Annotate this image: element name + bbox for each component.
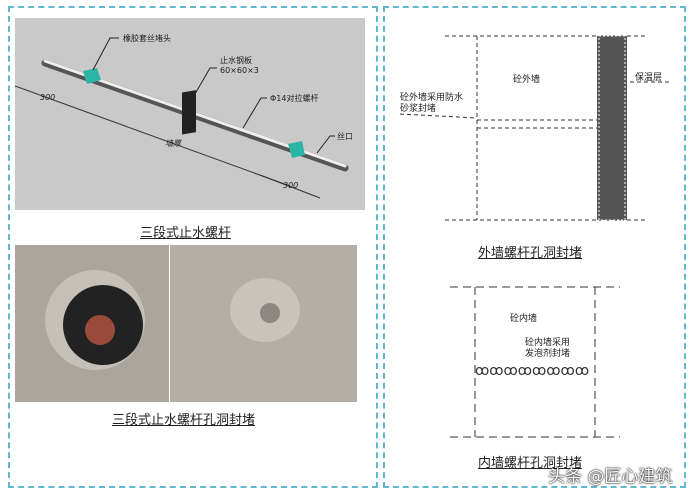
dim-wall: 墙厚 [165,139,183,148]
dim-right: 300 [283,181,298,190]
label-outer-wall: 砼外墙 [513,73,540,85]
rod-diagram: 橡胶套丝堵头 止水钢板 60×60×3 Φ14对拉螺杆 丝口 300 墙厚 30… [15,18,365,210]
plug-right [288,141,305,158]
inner-wall-diagram: ꝏꝏꝏꝏꝏꝏꝏꝏ 砼内墙 砼内墙采用 发泡剂封堵 [450,286,620,438]
caption-rod: 三段式止水螺杆 [140,226,232,241]
label-outer-seal-1: 砼外墙采用防水 [400,91,463,103]
label-inner-seal-1: 砼内墙采用 [525,336,570,348]
caption-outer-wall: 外墙螺杆孔洞封堵 [478,246,583,261]
label-inner-wall: 砼内墙 [510,312,537,324]
label-rubber-plug: 橡胶套丝堵头 [123,33,171,43]
label-waterstop-size: 60×60×3 [220,66,259,75]
left-panel [8,6,378,488]
waterstop-plate [182,90,196,135]
right-panel [383,6,686,488]
caption-hole-seal: 三段式止水螺杆孔洞封堵 [112,413,256,428]
label-waterstop: 止水钢板 [220,55,252,65]
label-thread: 丝口 [337,131,353,141]
caption-inner-wall: 内墙螺杆孔洞封堵 [478,456,583,471]
watermark: 头条 @匠心建筑 [548,467,673,487]
photo-hole-sealed [170,245,357,402]
dim-left: 300 [40,93,55,102]
plug-left [83,68,101,84]
label-inner-seal-2: 发泡剂封堵 [525,347,570,359]
insulation-layer [597,36,627,220]
label-outer-seal-2: 砂浆封堵 [400,102,436,114]
foam-pattern: ꝏꝏꝏꝏꝏꝏꝏꝏ [475,363,589,379]
label-insulation: 保温层 [635,71,662,83]
outer-wall-diagram: 砼外墙 砼外墙采用防水 砂浆封堵 保温层 [399,35,670,221]
photo-hole-open [15,245,169,402]
label-rod: Φ14对拉螺杆 [270,93,318,103]
